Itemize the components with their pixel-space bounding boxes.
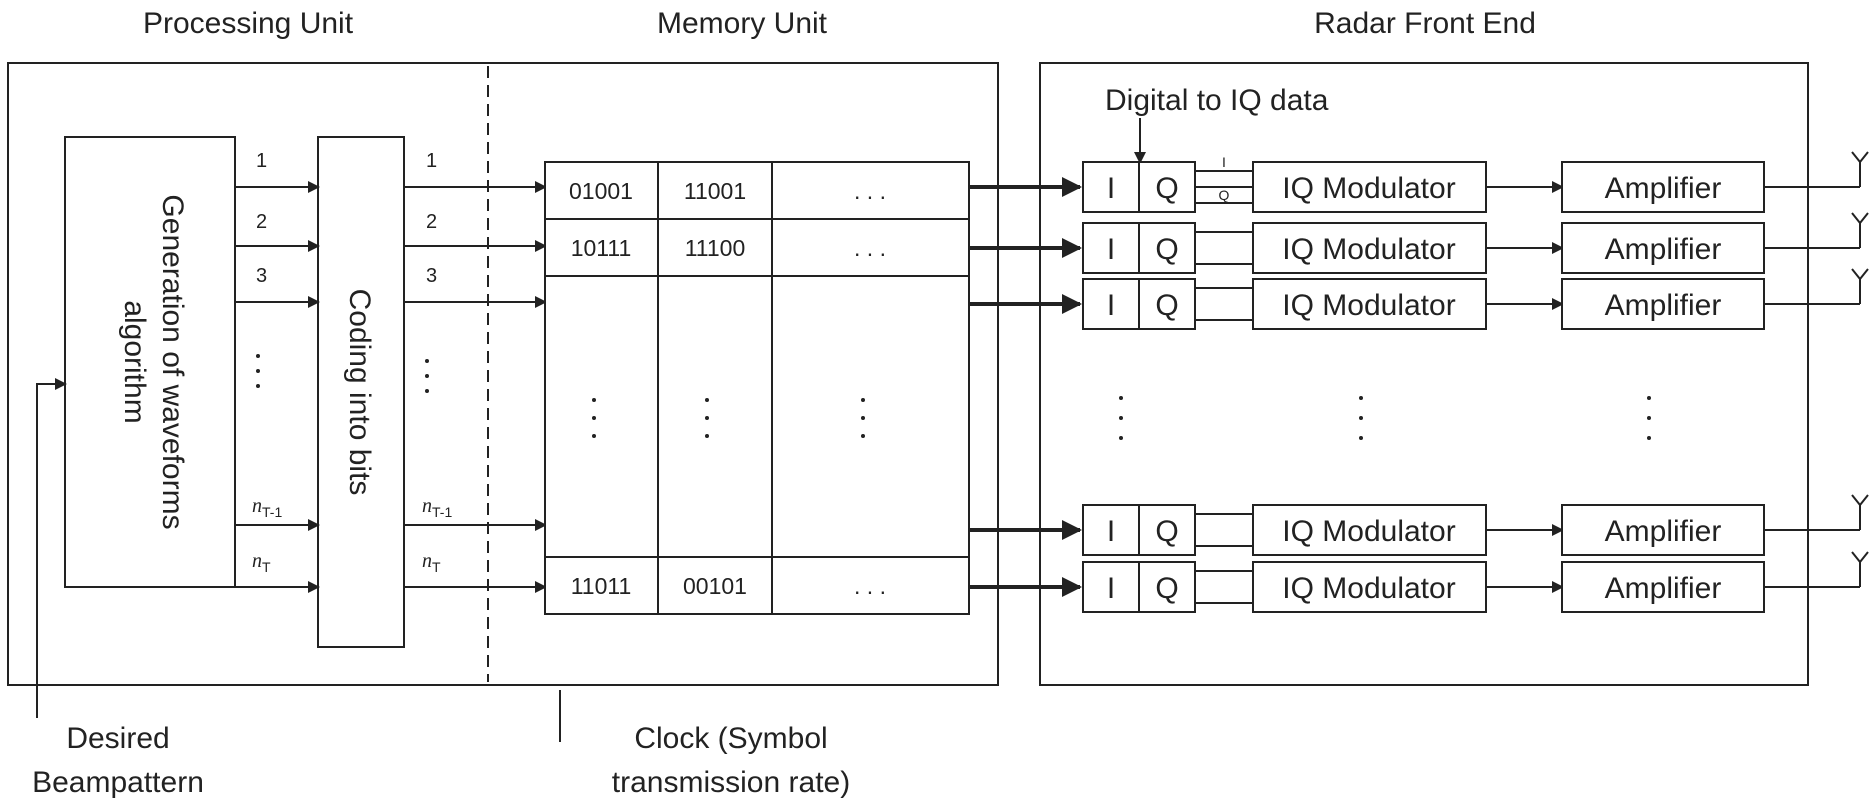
iq-row5-q: Q [1155,572,1178,605]
memory-unit-title: Memory Unit [657,7,828,40]
iq-row1-modulator: IQ Modulator [1282,172,1455,205]
iq-row2-i: I [1107,233,1115,266]
iq-row2-q: Q [1155,233,1178,266]
iq-row1-q: Q [1155,172,1178,205]
generation-block: Generation of waveforms algorithm [65,137,235,587]
iq-row4-amplifier: Amplifier [1605,515,1722,548]
iq-row2-modulator: IQ Modulator [1282,233,1455,266]
clock-label-line1: Clock (Symbol [634,722,827,755]
memory-row2-col1: 10111 [571,235,632,261]
iq-row3-q: Q [1155,289,1178,322]
coding-channel-2: 2 [426,211,437,233]
iq-row1-small-q: Q [1219,187,1230,203]
memory-row1-col2: 11001 [684,178,746,204]
processing-unit-title: Processing Unit [143,7,354,40]
iq-row2-amplifier: Amplifier [1605,233,1722,266]
iq-row3-amplifier: Amplifier [1605,289,1722,322]
memory-row2-col3: . . . [854,235,886,261]
iq-row1-i: I [1107,172,1115,205]
memory-row2-col2: 11100 [685,235,746,261]
desired-label: Desired [66,722,169,755]
iq-row5-i: I [1107,572,1115,605]
gen-channel-1: 1 [256,150,267,172]
coding-channel-1: 1 [426,150,437,172]
beampattern-label: Beampattern [32,766,204,799]
coding-label: Coding into bits [343,289,376,496]
memory-row3-col1: 11011 [571,573,632,599]
memory-grid: 01001 11001 . . . 10111 11100 . . . 1101… [545,162,969,614]
memory-row1-col1: 01001 [569,178,633,204]
gen-channel-2: 2 [256,211,267,233]
iq-row3-modulator: IQ Modulator [1282,289,1455,322]
iq-row1-amplifier: Amplifier [1605,172,1722,205]
coding-block: Coding into bits [318,137,404,647]
iq-row4-i: I [1107,515,1115,548]
memory-row1-col3: . . . [854,178,886,204]
iq-row5-amplifier: Amplifier [1605,572,1722,605]
iq-row3-i: I [1107,289,1115,322]
iq-row4-modulator: IQ Modulator [1282,515,1455,548]
generation-label-line1: Generation of waveforms [156,194,189,529]
clock-label-line2: transmission rate) [612,766,850,799]
radar-front-end-title: Radar Front End [1314,7,1536,40]
coding-channel-3: 3 [426,265,437,287]
memory-row3-col3: . . . [854,573,886,599]
iq-row5-modulator: IQ Modulator [1282,572,1455,605]
generation-label-line2: algorithm [118,300,151,423]
iq-row4-q: Q [1155,515,1178,548]
digital-to-iq-label: Digital to IQ data [1105,84,1329,117]
iq-row1-small-i: I [1222,154,1226,170]
gen-channel-3: 3 [256,265,267,287]
memory-row3-col2: 00101 [683,573,747,599]
